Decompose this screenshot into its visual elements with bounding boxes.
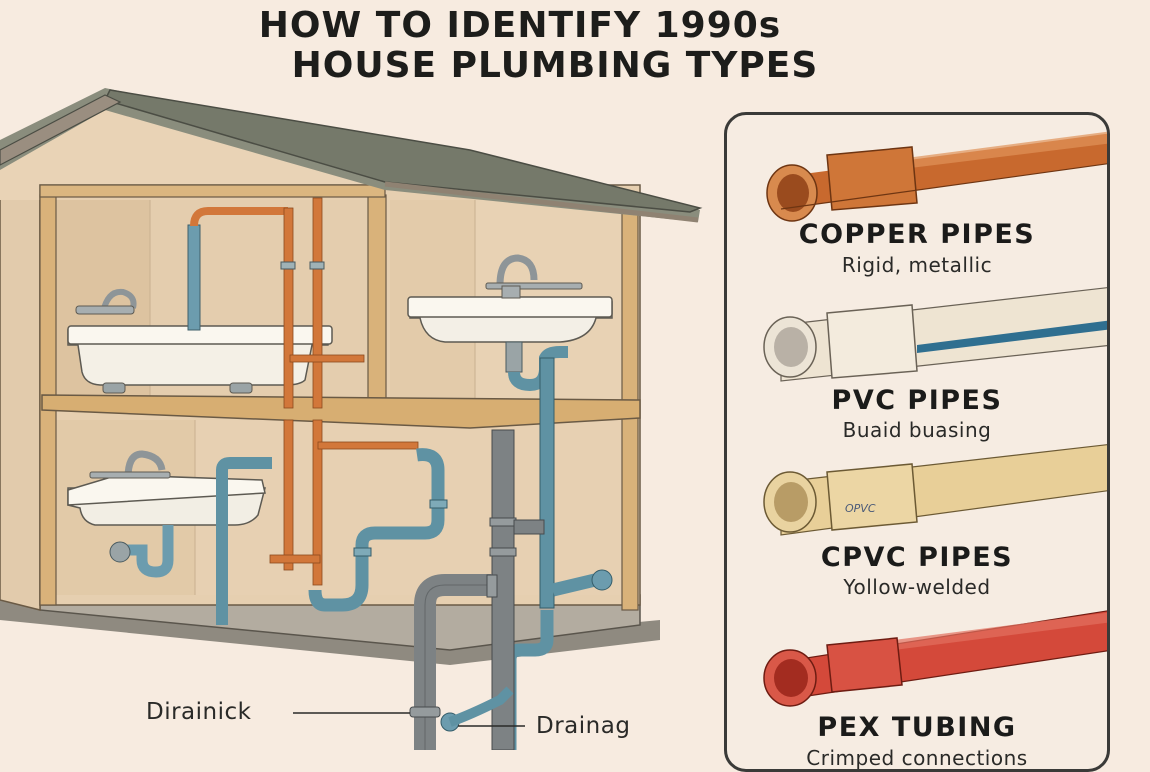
pipe-name: PVC PIPES xyxy=(831,385,1003,416)
cpvc-pipe-icon: OPVC xyxy=(763,444,1107,536)
callout-label-right: Drainag xyxy=(536,713,631,739)
house-cutaway-illustration xyxy=(0,88,703,750)
title-line-2: HOUSE PLUMBING TYPES xyxy=(291,45,819,86)
pipe-description: Yollow-welded xyxy=(843,575,991,599)
pvc-pipe-icon xyxy=(763,287,1107,382)
pipe-description: Buaid buasing xyxy=(842,418,992,442)
pipe-type-pvc: PVC PIPES Buaid buasing xyxy=(727,285,1107,442)
pipe-type-cpvc: OPVC CPVC PIPES Yollow-welded xyxy=(727,440,1107,600)
cpvc-stamp: OPVC xyxy=(845,502,876,515)
pipe-description: Rigid, metallic xyxy=(841,253,993,277)
pipe-type-copper: COPPER PIPES Rigid, metallic xyxy=(727,115,1107,285)
pipe-name: PEX TUBING xyxy=(817,712,1017,743)
title-line-1: HOW TO IDENTIFY 1990s xyxy=(258,5,782,46)
pipe-name: CPVC PIPES xyxy=(820,542,1014,573)
callout-label-left: Dirainick xyxy=(146,699,252,725)
pipe-name: COPPER PIPES xyxy=(798,219,1036,250)
pipe-type-pex: PEX TUBING Crimped connections xyxy=(727,600,1107,769)
pex-pipe-icon xyxy=(763,610,1107,707)
copper-pipe-icon xyxy=(766,131,1107,222)
page-title: HOW TO IDENTIFY 1990s HOUSE PLUMBING TYP… xyxy=(150,6,930,86)
pipe-types-panel: COPPER PIPES Rigid, metallic PVC PIPES B… xyxy=(724,112,1110,772)
